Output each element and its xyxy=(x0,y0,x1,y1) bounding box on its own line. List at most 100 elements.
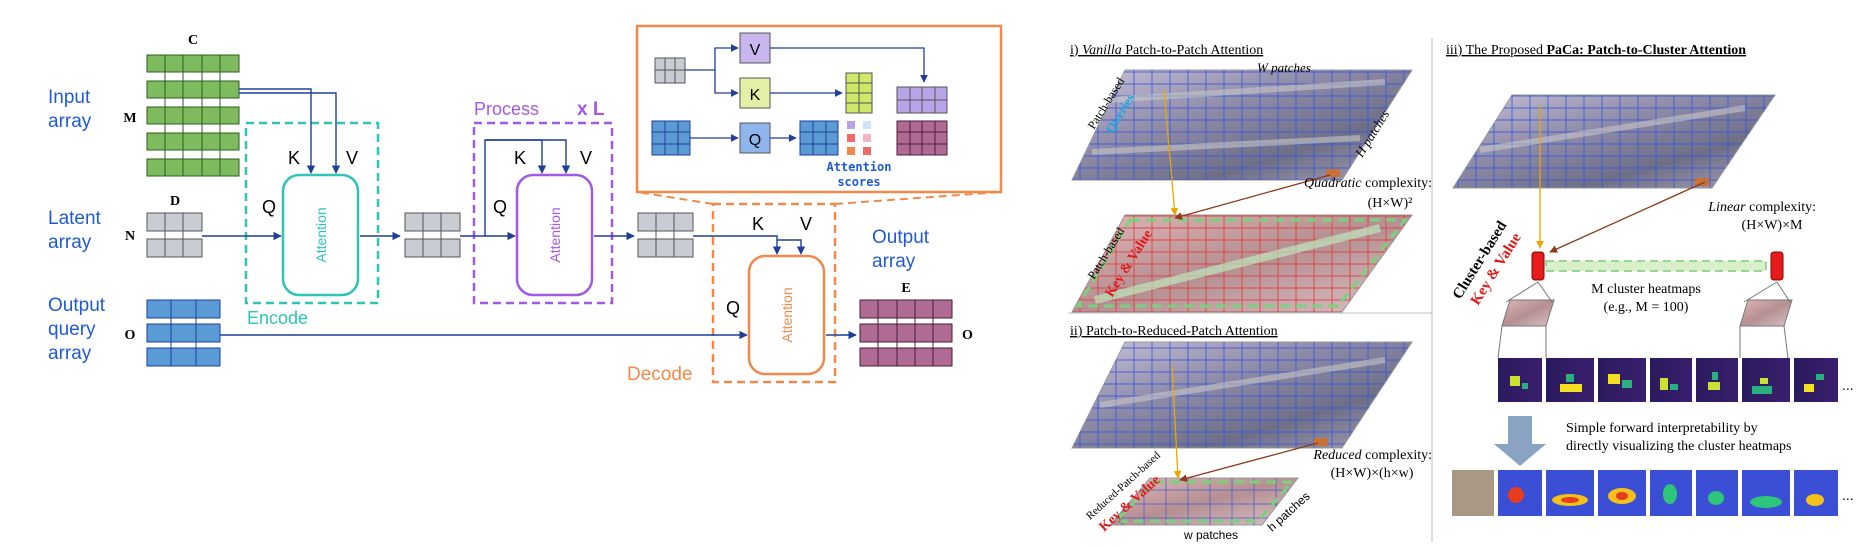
decode-attention-label: Attention xyxy=(779,287,795,342)
dim-m-label: M xyxy=(123,111,136,126)
panel-ii-reduced-plane xyxy=(1108,477,1300,526)
panel-iii-kv-arrow xyxy=(1549,181,1706,253)
dim-e-label: E xyxy=(901,281,910,296)
output-array xyxy=(859,299,953,367)
decode-v-label: V xyxy=(800,214,812,234)
cluster-token-bar xyxy=(1545,260,1767,272)
panel-i-query-plane xyxy=(1071,69,1413,181)
heatmaps-line1: M cluster heatmaps xyxy=(1591,282,1701,297)
attention-inset-box xyxy=(635,24,1003,194)
decode-connector-left xyxy=(636,191,714,205)
thumb-heatmap-first xyxy=(1501,299,1555,327)
encode-v-label: V xyxy=(346,148,358,168)
query-label-line2: query xyxy=(48,319,96,340)
latent-after-process xyxy=(637,212,694,258)
attention-score-dots xyxy=(847,121,871,155)
process-box xyxy=(472,121,614,305)
input-array xyxy=(146,54,240,177)
output-label-line2: array xyxy=(872,251,916,272)
panel-ii-complexity: Reduced complexity: xyxy=(1312,448,1432,463)
panel-ii-kv-arrow xyxy=(1179,442,1319,482)
panel-i-w-patches: W patches xyxy=(1257,60,1311,75)
decode-connector-right xyxy=(834,191,1002,205)
encode-q-label: Q xyxy=(262,197,276,217)
decode-v-arrow xyxy=(777,239,806,255)
heatmaps-line2: (e.g., M = 100) xyxy=(1604,300,1689,315)
inset-k-box xyxy=(739,77,771,109)
panel-iii-formula: (H×W)×M xyxy=(1742,218,1803,233)
panel-ii-formula: (H×W)×(h×w) xyxy=(1331,466,1414,481)
xl-label: x L xyxy=(577,99,605,120)
dim-n-label: N xyxy=(125,229,135,244)
decode-label: Decode xyxy=(627,364,693,385)
dim-o-right-label: O xyxy=(962,328,973,343)
encode-k-label: K xyxy=(288,148,300,168)
decode-attention-block xyxy=(747,254,826,376)
thumb-heatmap-last xyxy=(1739,299,1793,327)
inset-q-matrix xyxy=(799,120,839,156)
decode-box xyxy=(711,202,837,384)
input-to-k-arrow xyxy=(239,88,316,174)
inset-v-label: V xyxy=(750,42,761,59)
attention-scores-line2: scores xyxy=(837,175,880,189)
overlay-heatmap-strip xyxy=(1452,470,1838,516)
process-v-arrow xyxy=(485,139,571,174)
inset-v-matrix xyxy=(896,86,948,114)
cluster-token-last xyxy=(1770,251,1784,281)
encode-box xyxy=(244,121,380,305)
panel-ii-title: ii) Patch-to-Reduced-Patch Attention xyxy=(1070,324,1278,339)
latent-after-encode xyxy=(404,212,461,258)
panel-i-complexity: Quadratic complexity: xyxy=(1304,176,1432,191)
ellipsis-heatmap: ... xyxy=(1842,377,1854,393)
encode-attention-block xyxy=(281,173,360,297)
query-label-line1: Output xyxy=(48,295,106,316)
panel-i-formula: (H×W)² xyxy=(1368,196,1413,211)
attention-scores-line1: Attention xyxy=(826,160,891,174)
inset-k-matrix xyxy=(845,72,873,114)
inset-to-v-arrow xyxy=(685,44,739,71)
panel-ii-query-plane xyxy=(1071,341,1413,449)
process-v-label: V xyxy=(580,148,592,168)
panel-ii-query-arrow xyxy=(1171,364,1182,479)
inset-v-out-arrow xyxy=(770,47,928,83)
interp-line1: Simple forward interpretability by xyxy=(1566,421,1758,436)
process-attention-label: Attention xyxy=(547,207,563,262)
dim-c-label: C xyxy=(188,33,198,48)
dim-o-left-label: O xyxy=(125,328,136,343)
panel-iii-query-plane xyxy=(1452,94,1776,189)
cluster-heatmap-strip xyxy=(1498,358,1838,402)
panel-i-kv-arrow xyxy=(1174,174,1331,220)
latent-label-line1: Latent xyxy=(48,208,102,229)
inset-output-matrix xyxy=(896,120,948,156)
query-label-line3: array xyxy=(48,343,92,364)
encode-label: Encode xyxy=(247,308,308,328)
interpretability-arrow xyxy=(1494,416,1546,466)
panel-ii-w-patches: w patches xyxy=(1183,528,1238,542)
inset-latent xyxy=(654,57,686,84)
encode-attention-label: Attention xyxy=(313,207,329,262)
panel-i-query-arrow xyxy=(1163,89,1179,216)
input-label-line1: Input xyxy=(48,87,91,108)
inset-q-label: Q xyxy=(749,132,761,149)
ellipsis-overlay: ... xyxy=(1842,487,1854,503)
dim-d-label: D xyxy=(170,194,180,209)
output-label-line1: Output xyxy=(872,227,930,248)
input-label-line2: array xyxy=(48,111,92,132)
panel-i-kv-plane xyxy=(1071,214,1413,313)
panel-i-title: i) Vanilla Patch-to-Patch Attention xyxy=(1070,43,1263,58)
process-k-label: K xyxy=(514,148,526,168)
cluster-token-first xyxy=(1531,251,1545,281)
thumb-connector-lines xyxy=(1497,281,1791,359)
panel-iii-title: iii) The Proposed PaCa: Patch-to-Cluster… xyxy=(1446,43,1746,58)
output-query-array xyxy=(146,299,221,367)
process-q-label: Q xyxy=(493,197,507,217)
decode-q-label: Q xyxy=(726,298,740,318)
inset-k-label: K xyxy=(750,87,761,104)
inset-to-k-arrow xyxy=(714,70,739,97)
process-label: Process xyxy=(474,99,539,119)
decode-k-label: K xyxy=(752,214,764,234)
latent-label-line2: array xyxy=(48,232,92,253)
input-to-v-arrow xyxy=(239,92,341,174)
decode-k-arrow xyxy=(693,235,782,255)
